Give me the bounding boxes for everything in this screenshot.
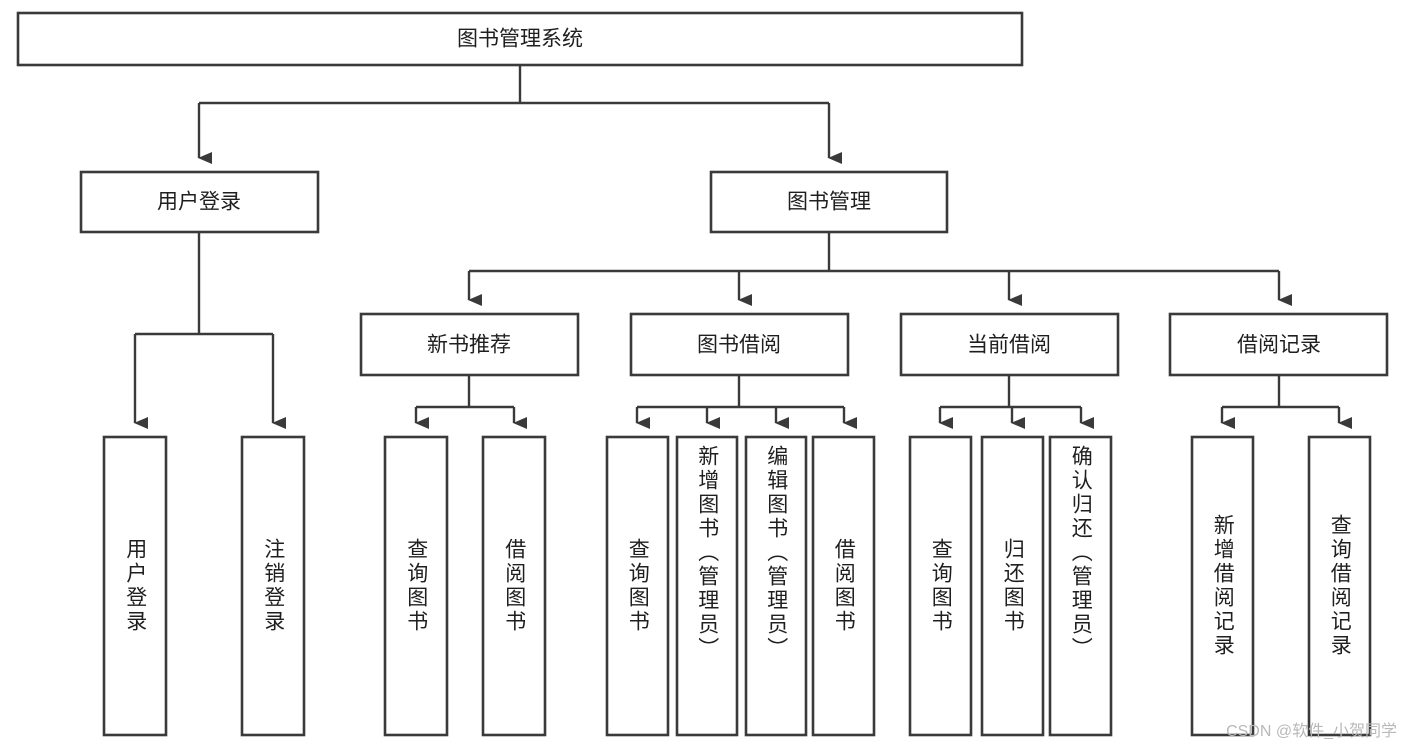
node-new-book-recommend-box — [359, 312, 580, 377]
node-borrow-record[interactable]: 借阅记录 — [1168, 312, 1389, 377]
node-book-borrow-label: 图书借阅 — [697, 334, 781, 357]
leaf-box-user-logout[interactable] — [240, 435, 306, 737]
node-new-book-recommend[interactable]: 新书推荐 — [359, 312, 580, 377]
node-current-borrow[interactable]: 当前借阅 — [899, 312, 1120, 377]
leaf-box-edit-book[interactable] — [744, 435, 808, 737]
leaf-box-confirm-return[interactable] — [1048, 435, 1113, 737]
leaf-box-return-book[interactable] — [980, 435, 1045, 737]
csdn-watermark: CSDN @软件_小贺同学 — [1226, 723, 1397, 740]
node-current-borrow-label: 当前借阅 — [967, 334, 1051, 357]
leaf-box-add-borrow-record[interactable] — [1190, 435, 1255, 737]
leaf-box-group — [102, 435, 1372, 737]
node-new-book-recommend-label: 新书推荐 — [427, 334, 511, 357]
leaf-box-borrow-book-recommend[interactable] — [481, 435, 547, 737]
node-book-borrow[interactable]: 图书借阅 — [629, 312, 850, 377]
node-root-label: 图书管理系统 — [457, 28, 583, 51]
node-book-manage[interactable]: 图书管理 — [709, 170, 949, 234]
leaf-box-query-book-current[interactable] — [908, 435, 973, 737]
node-user-login[interactable]: 用户登录 — [79, 170, 320, 234]
node-borrow-record-label: 借阅记录 — [1237, 334, 1321, 357]
leaf-box-add-book[interactable] — [675, 435, 739, 737]
node-book-manage-label: 图书管理 — [787, 191, 871, 214]
leaf-box-query-borrow-record[interactable] — [1307, 435, 1372, 737]
edge-group — [133, 65, 1352, 429]
node-user-login-label: 用户登录 — [157, 191, 241, 214]
node-borrow-record-box — [1168, 312, 1389, 377]
node-root-box — [16, 11, 1024, 67]
leaf-box-query-book-recommend[interactable] — [383, 435, 449, 737]
node-user-login-box — [79, 170, 320, 234]
node-current-borrow-box — [899, 312, 1120, 377]
leaf-box-user-login[interactable] — [102, 435, 168, 737]
leaf-box-query-book-borrow[interactable] — [605, 435, 670, 737]
leaf-box-borrow-book[interactable] — [811, 435, 876, 737]
node-book-borrow-box — [629, 312, 850, 377]
node-book-manage-box — [709, 170, 949, 234]
node-root[interactable]: 图书管理系统 — [16, 11, 1024, 67]
